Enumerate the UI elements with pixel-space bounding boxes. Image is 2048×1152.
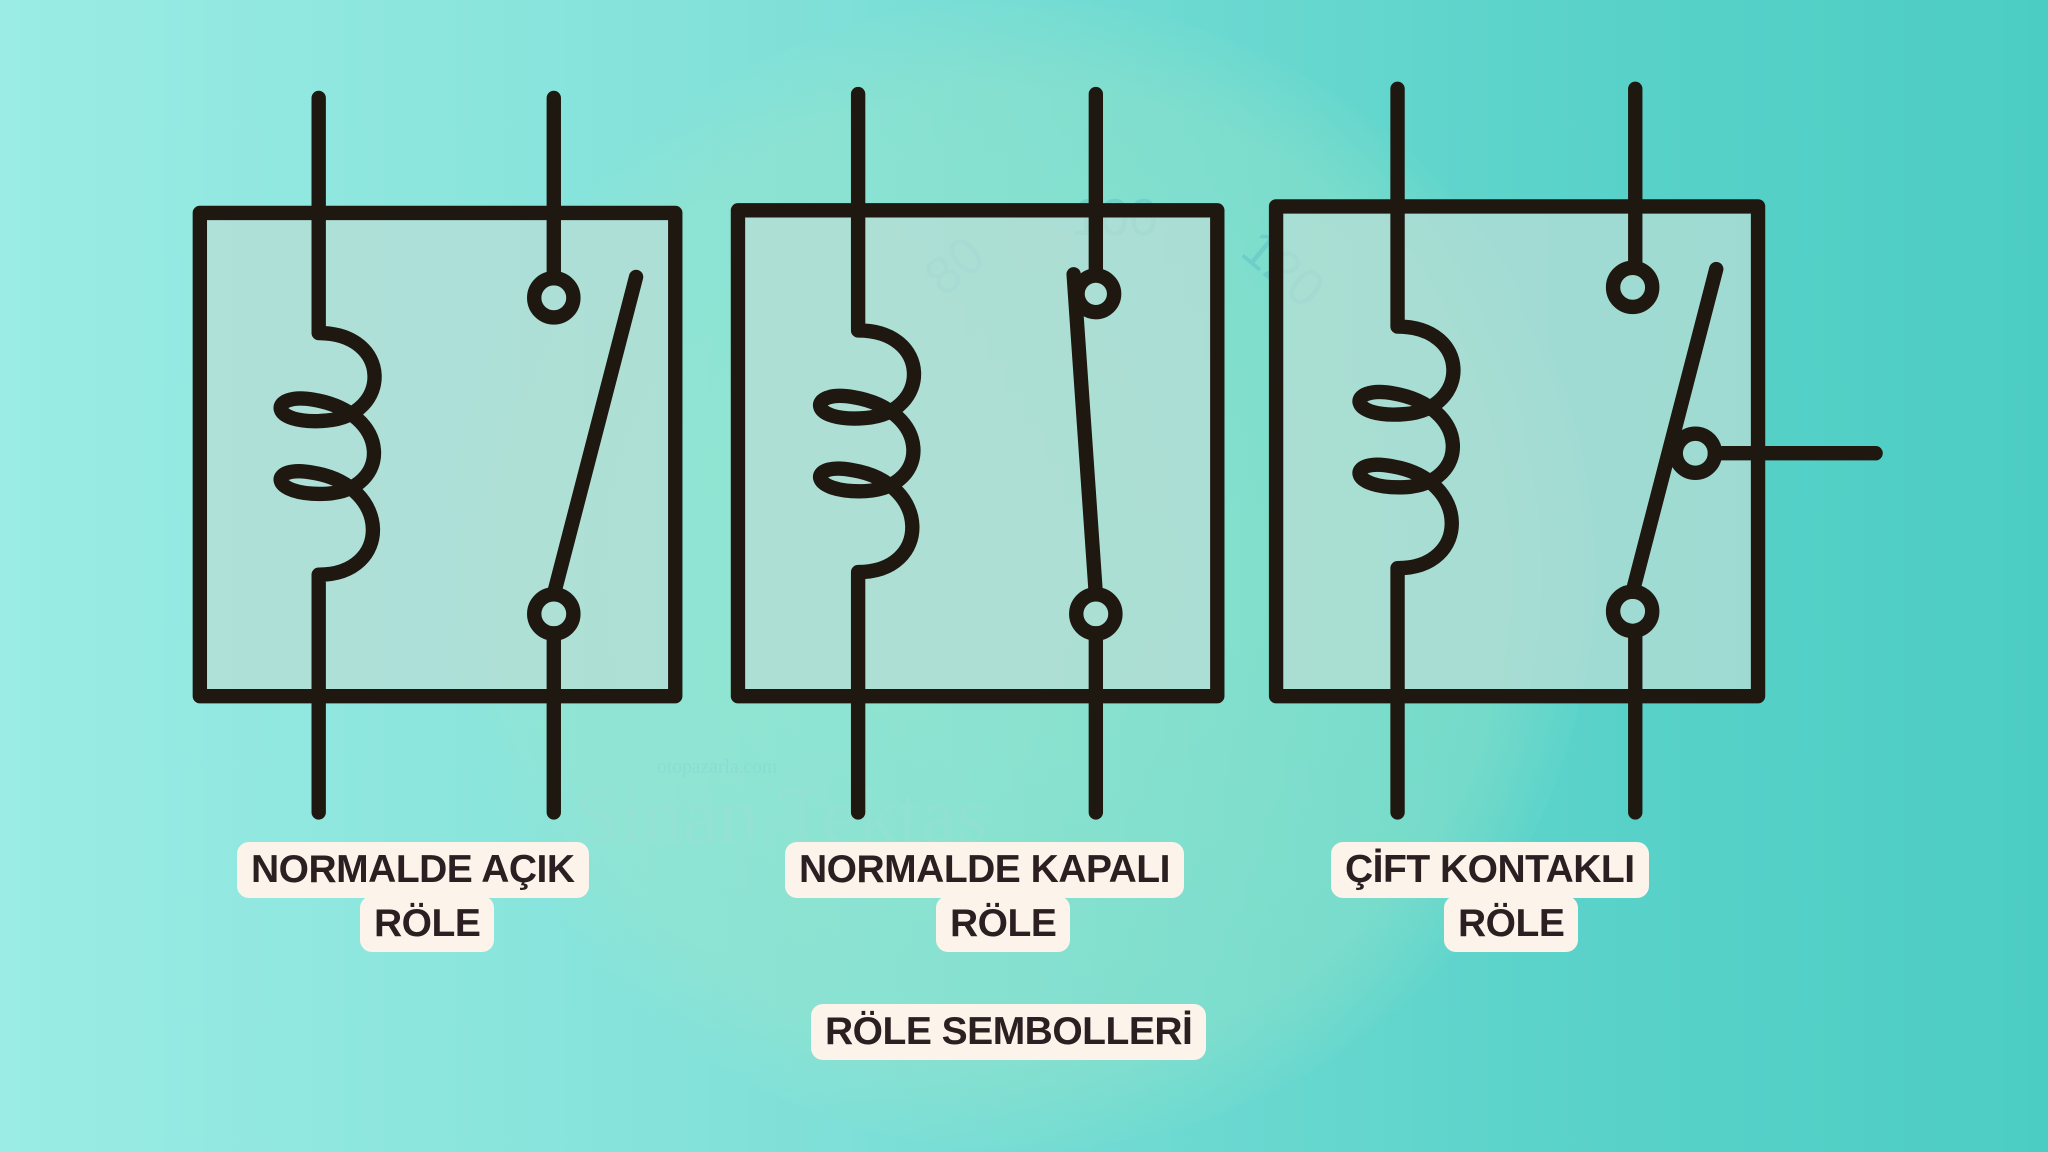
switch-arm — [1625, 261, 1724, 599]
relay-box — [730, 203, 1225, 704]
contact-terminal — [527, 271, 581, 325]
relay-normally-closed — [730, 86, 1225, 820]
switch-arm — [546, 269, 644, 602]
relay-label-co-line2: RÖLE — [1444, 896, 1579, 952]
relay-box — [1268, 199, 1766, 704]
relay-normally-open — [192, 90, 683, 820]
relay-label-nc-line1: NORMALDE KAPALI — [785, 842, 1184, 898]
coil-icon — [813, 86, 922, 820]
relay-label-co-line1: ÇİFT KONTAKLI — [1331, 842, 1649, 898]
relay-label-nc-line2: RÖLE — [936, 896, 1071, 952]
watermark-site: otopazarla.com — [657, 757, 777, 778]
diagram-title: RÖLE SEMBOLLERİ — [811, 1004, 1207, 1060]
relay-changeover — [1268, 81, 1883, 820]
switch-arm — [1066, 267, 1104, 602]
relay-label-no-line2: RÖLE — [360, 896, 495, 952]
coil-icon — [1352, 81, 1461, 820]
coil-icon — [273, 90, 382, 820]
contact-terminal — [1605, 260, 1660, 315]
relay-label-no-line1: NORMALDE AÇIK — [237, 842, 589, 898]
relay-box — [192, 205, 683, 704]
